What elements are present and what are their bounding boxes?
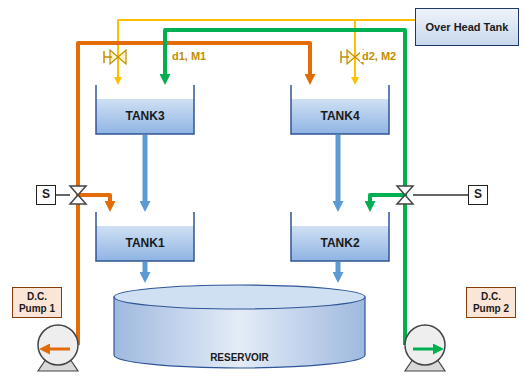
solenoid-box: S [36,185,56,205]
tank: TANK2 [290,212,390,262]
solenoid-link [413,194,468,196]
valve-label: d2, M2 [360,50,398,62]
tank-wall [96,212,194,261]
tank-wall [291,85,389,134]
node-text: TANK2 [320,237,359,251]
pump-label-box: D.C. Pump 2 [466,287,516,318]
pump-casing [405,325,445,365]
solenoid-valve [397,186,413,204]
node-text: S [474,188,482,202]
pipe-connector [143,135,148,201]
tank-text-area: TANK4 [290,99,390,135]
pipe-connector [143,262,148,272]
pump-outlet [76,283,80,345]
tank: TANK4 [290,85,390,135]
water [96,226,194,261]
tank-text-area: TANK2 [290,226,390,262]
node-text: TANK4 [320,110,359,124]
cylinder-top [114,285,365,309]
solenoid-valve [70,186,86,204]
pipe-connector [336,262,341,272]
flow-arrow [50,348,70,351]
node-text: TANK1 [125,237,164,251]
water [96,99,194,134]
tank-wall [96,85,194,134]
dc-pump: D.C. Pump 1 [8,283,103,373]
node-text: D.C. Pump 1 [16,291,58,314]
valve-label: d1, M1 [170,50,208,62]
water [291,226,389,261]
solenoid-link [56,194,70,196]
tank-wall [291,212,389,261]
node-text: RESERVOIR [210,352,269,364]
solenoid-box: S [468,185,488,205]
tank-text-area: TANK3 [95,99,195,135]
tank-text-area: TANK1 [95,226,195,262]
node-text: S [42,188,50,202]
node-text: D.C. Pump 2 [470,291,512,314]
overhead-tank: Over Head Tank [415,8,519,46]
pipe-connector [165,30,405,283]
reservoir-text-area: RESERVOIR [112,352,367,364]
node-text: TANK3 [125,110,164,124]
pump-outlet [403,283,407,345]
dc-pump: D.C. Pump 2 [395,283,520,373]
pump-label-box: D.C. Pump 1 [12,287,62,318]
reservoir: RESERVOIR [112,283,367,371]
hand-valve [104,50,126,64]
tank: TANK3 [95,85,195,135]
water [291,99,389,134]
pipe-connector [78,43,310,283]
flow-arrow [413,348,433,351]
node-text: Over Head Tank [426,21,509,34]
pipe-connector [336,135,341,201]
pump-casing [38,325,78,365]
tank: TANK1 [95,212,195,262]
